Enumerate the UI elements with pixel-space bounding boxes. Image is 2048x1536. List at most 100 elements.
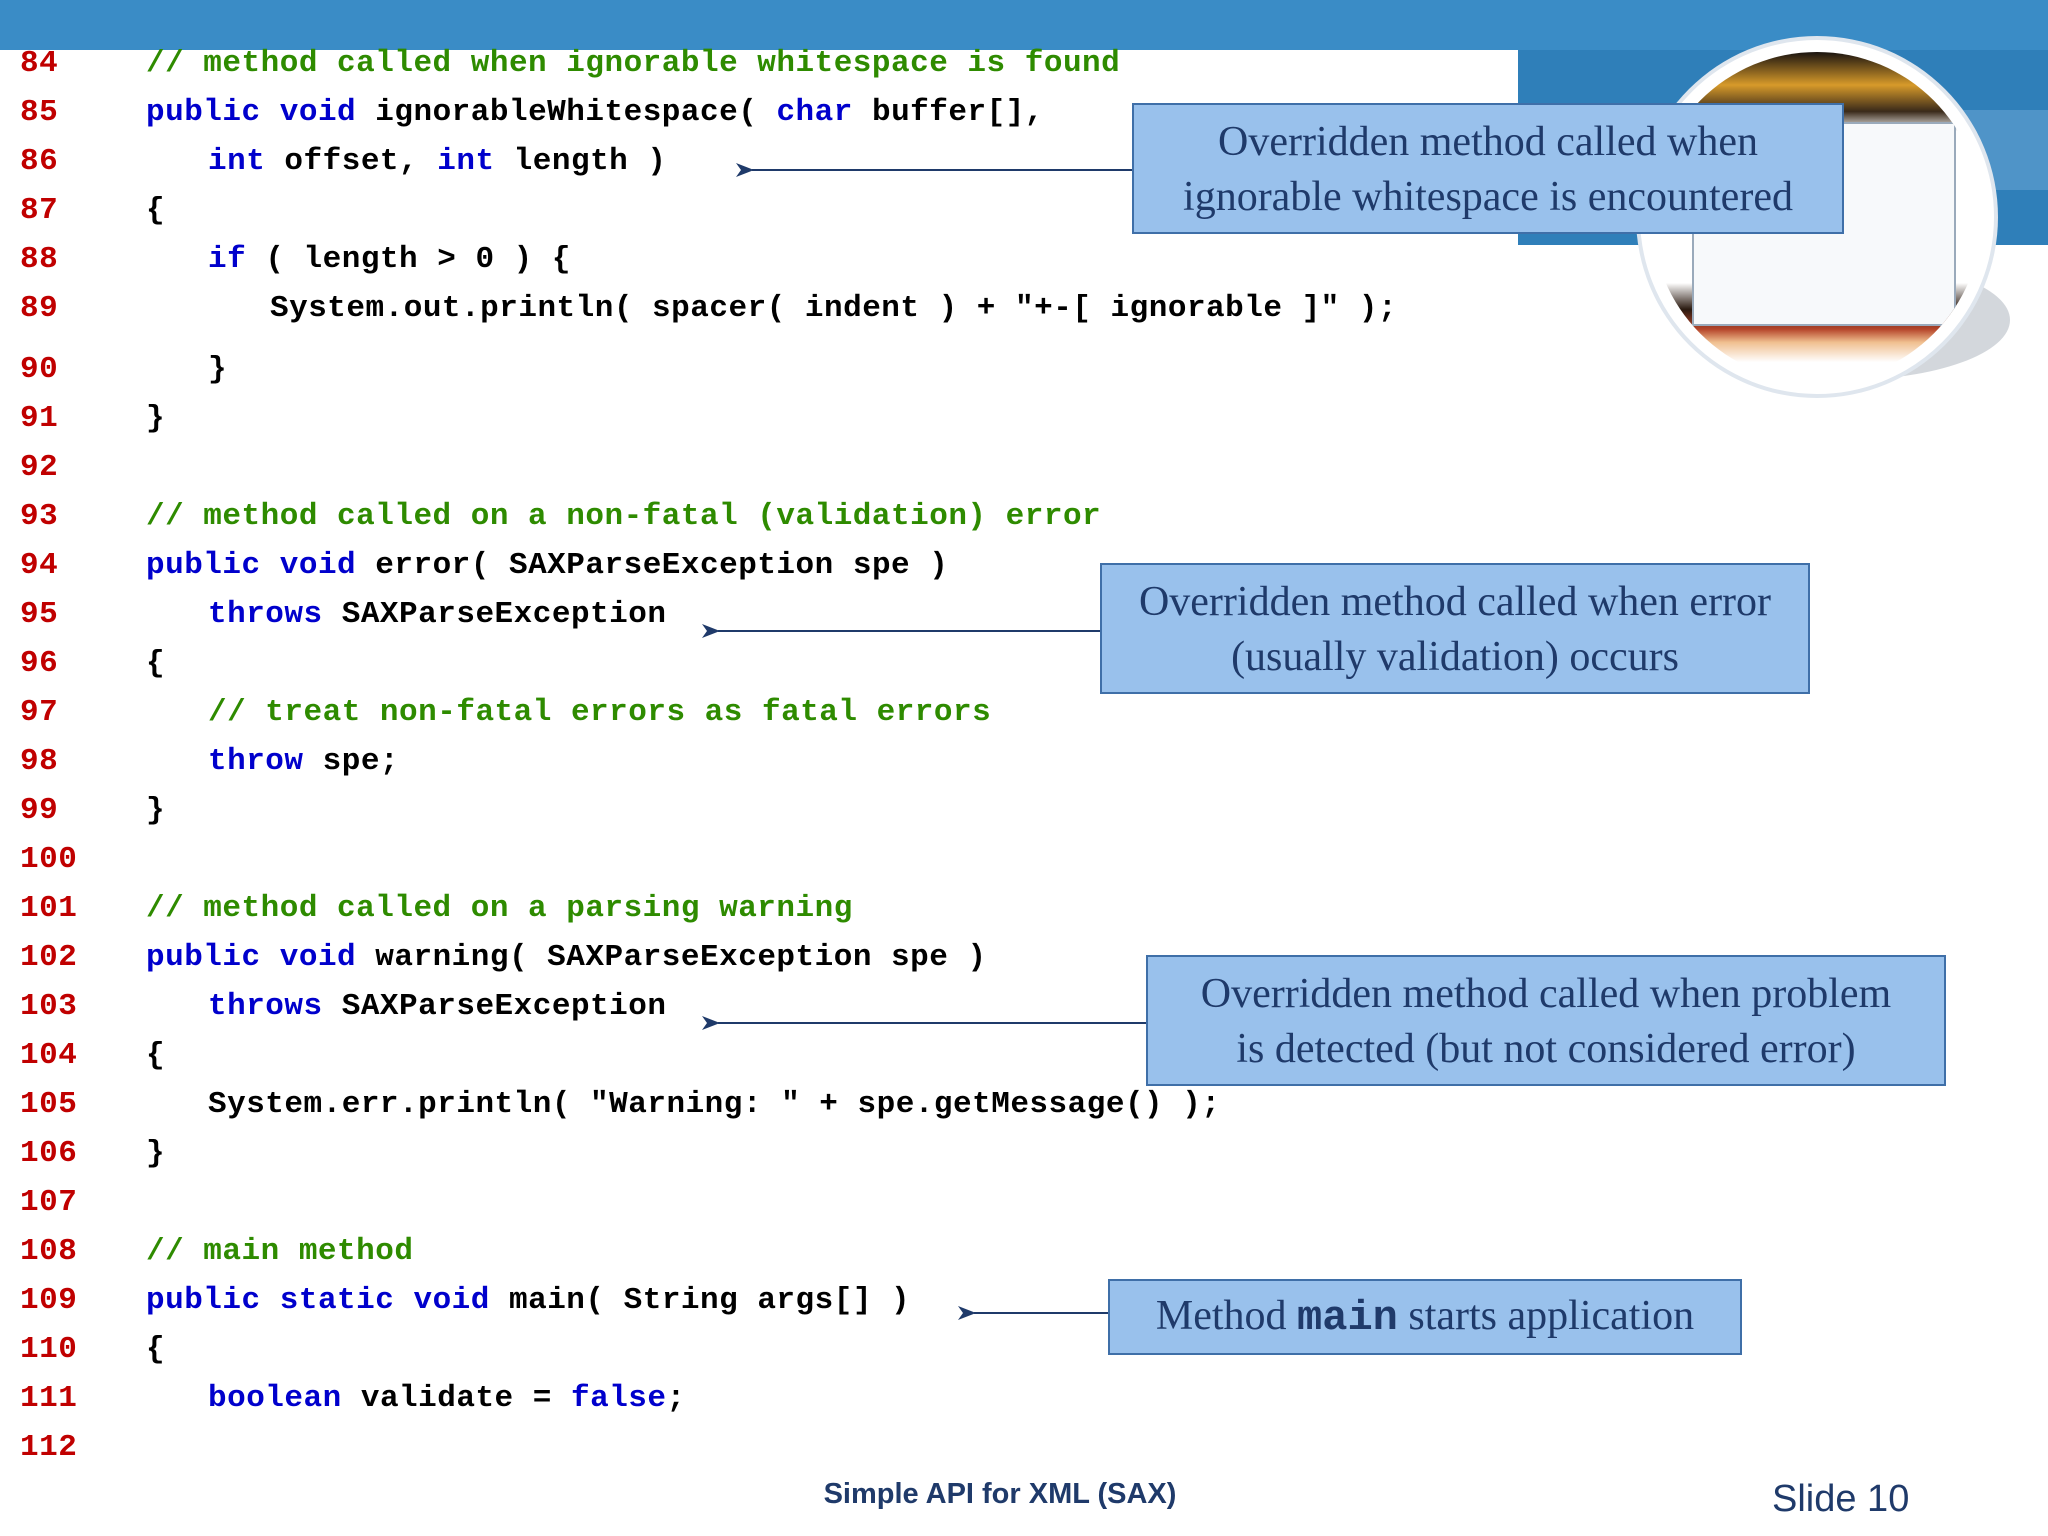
code-comment: // treat non-fatal errors as fatal error… bbox=[208, 695, 992, 730]
code-text: boolean validate = false; bbox=[208, 1377, 686, 1421]
code-line: 106} bbox=[0, 1132, 1500, 1176]
code-text: int offset, int length ) bbox=[208, 140, 667, 184]
code-keyword: void bbox=[413, 1283, 490, 1318]
code-token: length ) bbox=[494, 144, 667, 179]
line-number: 94 bbox=[20, 548, 59, 583]
code-line: 88 if ( length > 0 ) { bbox=[0, 238, 1500, 282]
callout-line: ignorable whitespace is encountered bbox=[1183, 174, 1793, 220]
line-number: 104 bbox=[20, 1038, 78, 1073]
code-keyword: boolean bbox=[208, 1381, 342, 1416]
line-number: 103 bbox=[20, 989, 78, 1024]
code-keyword: int bbox=[437, 144, 495, 179]
code-token: ( length > 0 ) { bbox=[246, 242, 571, 277]
callout-line: (usually validation) occurs bbox=[1231, 634, 1679, 680]
code-text: { bbox=[146, 1034, 165, 1078]
code-line: 104 { bbox=[0, 1034, 1500, 1078]
code-line: 96{ bbox=[0, 642, 1500, 686]
line-number: 100 bbox=[20, 842, 78, 877]
code-keyword: void bbox=[279, 548, 357, 583]
code-line: 102 public void warning( SAXParseExceptio… bbox=[0, 936, 1500, 980]
line-number: 98 bbox=[20, 744, 59, 779]
code-keyword: throw bbox=[208, 744, 304, 779]
line-number: 111 bbox=[20, 1381, 78, 1416]
code-keyword: int bbox=[208, 144, 266, 179]
callout-line: Overridden method called when problem bbox=[1200, 971, 1892, 1017]
line-number: 109 bbox=[20, 1283, 78, 1318]
callout-ignorable-whitespace: Overridden method called when ignorable … bbox=[1132, 103, 1844, 234]
code-keyword: public bbox=[146, 548, 261, 583]
code-keyword: if bbox=[208, 242, 247, 277]
code-text: // treat non-fatal errors as fatal error… bbox=[208, 691, 991, 735]
line-number: 99 bbox=[20, 793, 59, 828]
line-number: 108 bbox=[20, 1234, 78, 1269]
code-line: 94 public void error( SAXParseException s… bbox=[0, 544, 1500, 588]
line-number: 101 bbox=[20, 891, 78, 926]
line-number: 92 bbox=[20, 450, 59, 485]
code-token: warning( SAXParseException spe ) bbox=[356, 940, 987, 975]
code-line: 91} bbox=[0, 397, 1500, 441]
code-token: SAXParseException bbox=[322, 989, 667, 1024]
callout-line: Overridden method called when bbox=[1218, 119, 1758, 165]
code-keyword: public bbox=[146, 95, 261, 130]
line-number: 97 bbox=[20, 695, 59, 730]
code-token: { bbox=[146, 1038, 166, 1073]
line-number: 90 bbox=[20, 352, 59, 387]
code-token: } bbox=[146, 401, 166, 436]
code-text: throw spe; bbox=[208, 740, 399, 784]
code-text: } bbox=[208, 348, 227, 392]
code-keyword: throws bbox=[208, 597, 323, 632]
line-number: 89 bbox=[20, 291, 59, 326]
code-line: 111 boolean validate = false; bbox=[0, 1377, 1500, 1421]
code-token: { bbox=[146, 1332, 166, 1367]
code-line: 108 // main method bbox=[0, 1230, 1500, 1274]
line-number: 88 bbox=[20, 242, 59, 277]
code-text: // method called when ignorable whitespa… bbox=[146, 42, 1120, 86]
callout-line: Overridden method called when error bbox=[1138, 579, 1772, 625]
code-token: } bbox=[146, 793, 166, 828]
code-token: validate = bbox=[341, 1381, 571, 1416]
code-keyword: public bbox=[146, 1283, 261, 1318]
code-text: public static void main( String args[] ) bbox=[146, 1279, 910, 1323]
code-token: error( SAXParseException spe ) bbox=[356, 548, 949, 583]
code-comment: // main method bbox=[146, 1234, 414, 1269]
code-line: 100 bbox=[0, 838, 1500, 882]
line-number: 112 bbox=[20, 1430, 78, 1465]
code-text: if ( length > 0 ) { bbox=[208, 238, 571, 282]
code-token bbox=[394, 1283, 413, 1318]
code-token bbox=[261, 95, 280, 130]
code-text: } bbox=[146, 789, 165, 833]
code-line: 84 // method called when ignorable whites… bbox=[0, 42, 1500, 86]
code-line: 99} bbox=[0, 789, 1500, 833]
code-text: } bbox=[146, 1132, 165, 1176]
code-line: 110 { bbox=[0, 1328, 1500, 1372]
line-number: 102 bbox=[20, 940, 78, 975]
line-number: 107 bbox=[20, 1185, 78, 1220]
slide-footer-title: Simple API for XML (SAX) bbox=[823, 1478, 1177, 1510]
code-text: throws SAXParseException bbox=[208, 593, 666, 637]
callout-error: Overridden method called when error (usu… bbox=[1100, 563, 1810, 694]
code-line: 93// method called on a non-fatal (valid… bbox=[0, 495, 1500, 539]
code-text: public void warning( SAXParseException s… bbox=[146, 936, 987, 980]
code-line: 101 // method called on a parsing warning bbox=[0, 887, 1500, 931]
code-line: 103 throws SAXParseException bbox=[0, 985, 1500, 1029]
code-line: 97 // treat non-fatal errors as fatal err… bbox=[0, 691, 1500, 735]
code-keyword: void bbox=[279, 95, 357, 130]
code-text: throws SAXParseException bbox=[208, 985, 666, 1029]
line-number: 91 bbox=[20, 401, 59, 436]
code-text: // method called on a parsing warning bbox=[146, 887, 853, 931]
code-line: 107 bbox=[0, 1181, 1500, 1225]
code-line: 109 public static void main( String args[… bbox=[0, 1279, 1500, 1323]
line-number: 96 bbox=[20, 646, 59, 681]
line-number: 87 bbox=[20, 193, 59, 228]
code-token: System.err.println( "Warning: " + spe.ge… bbox=[208, 1087, 1221, 1122]
code-token bbox=[261, 940, 280, 975]
line-number: 110 bbox=[20, 1332, 78, 1367]
line-number: 84 bbox=[20, 46, 59, 81]
callout-code-term: main bbox=[1297, 1294, 1398, 1342]
code-token: SAXParseException bbox=[322, 597, 667, 632]
code-line: 87{ bbox=[0, 189, 1500, 233]
callout-warning: Overridden method called when problem is… bbox=[1146, 955, 1946, 1086]
